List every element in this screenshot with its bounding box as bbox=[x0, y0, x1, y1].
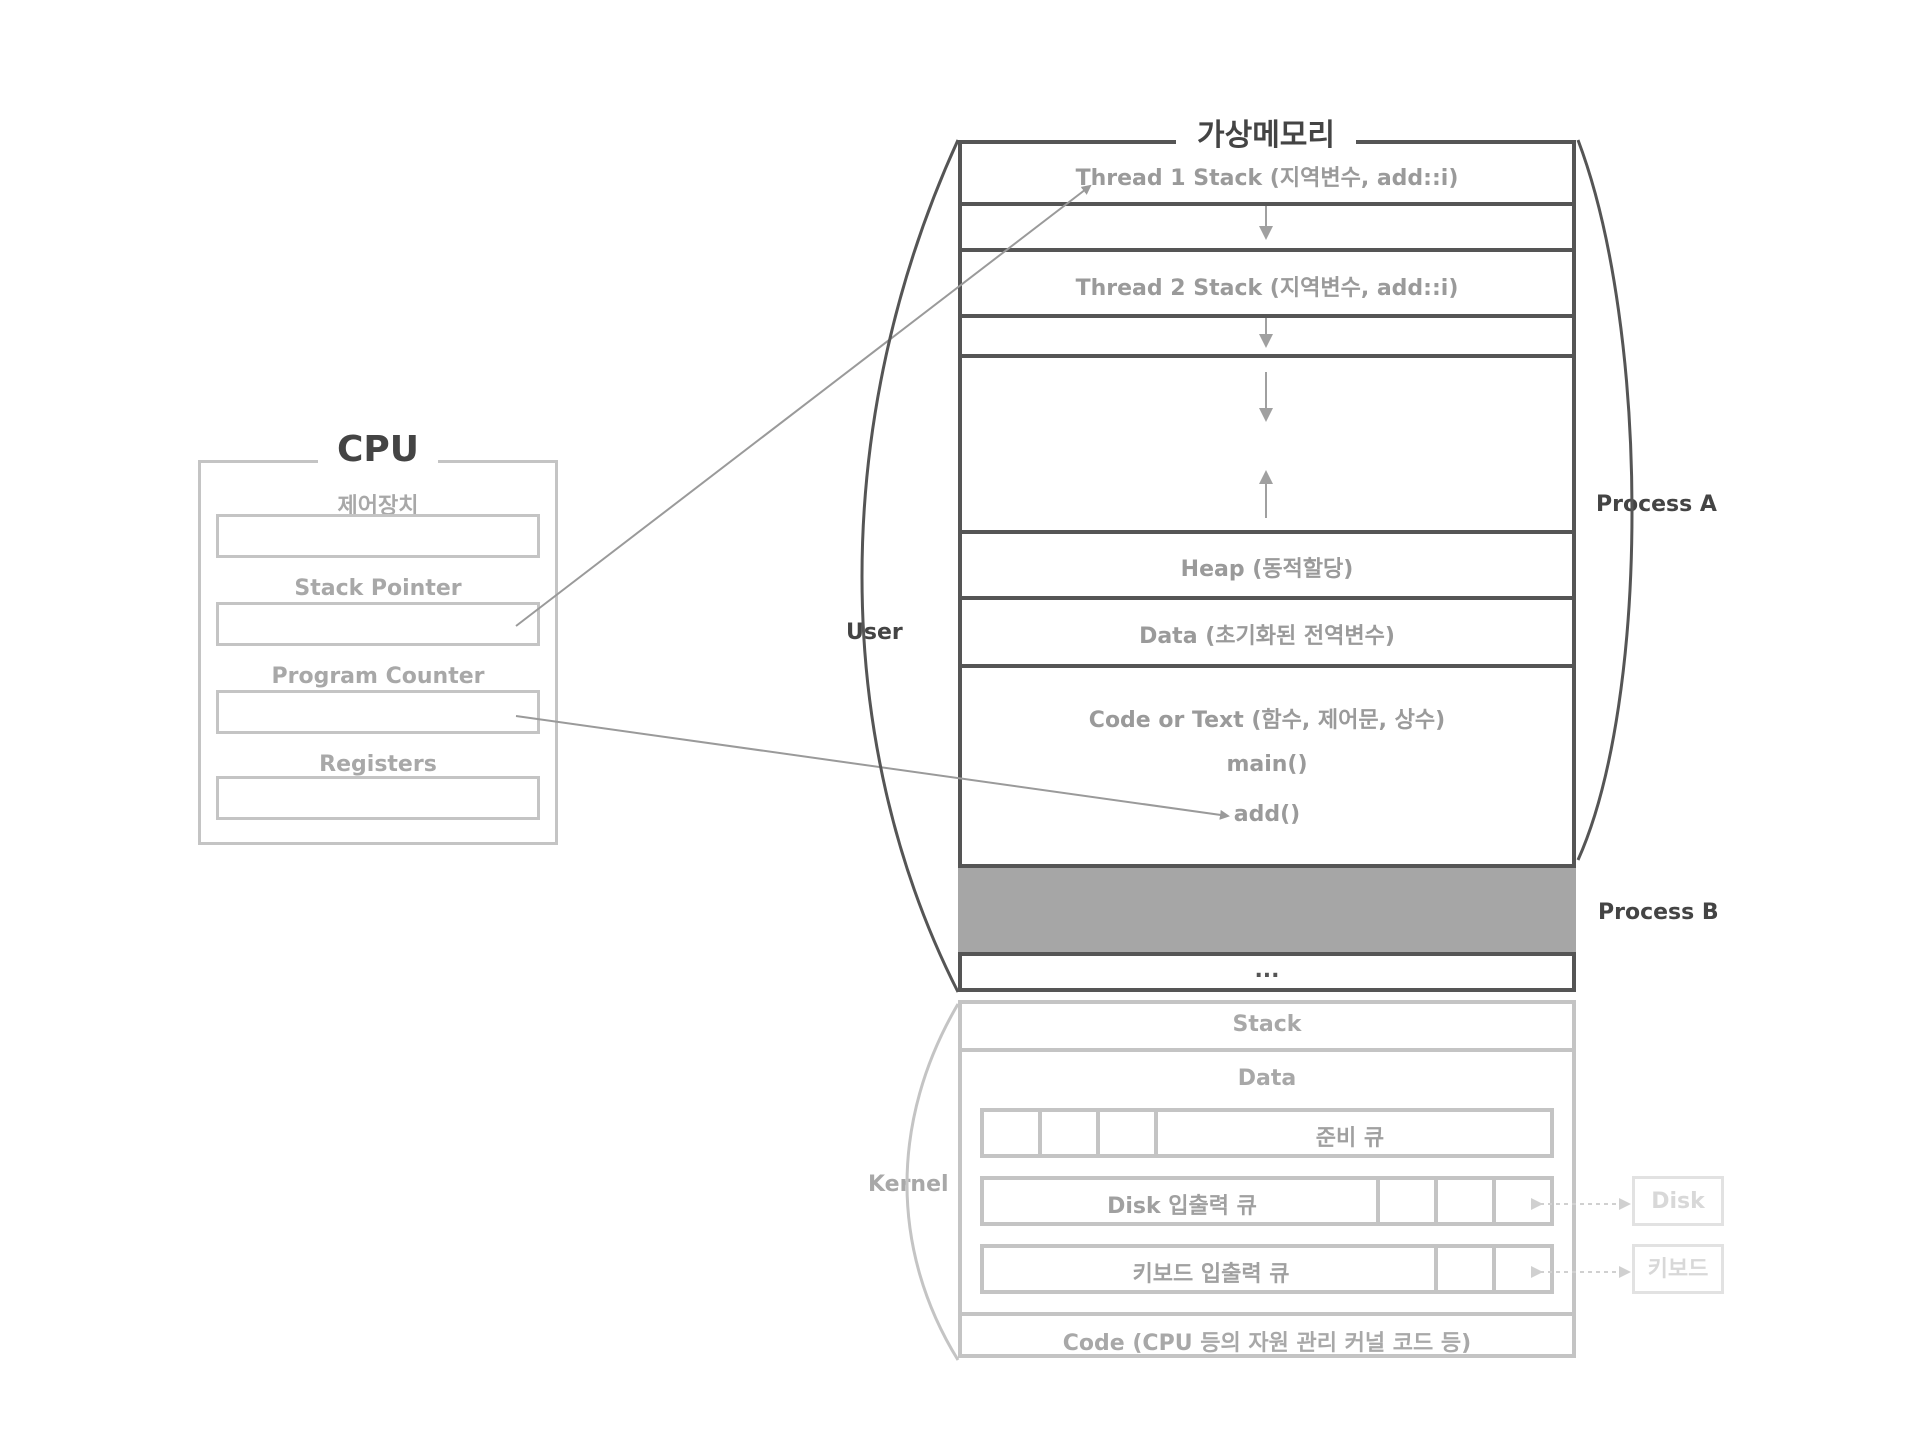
disk-device: Disk bbox=[1632, 1176, 1724, 1226]
heap-segment: Heap (동적할당) bbox=[1180, 557, 1354, 582]
cpu-title: CPU bbox=[318, 426, 438, 474]
queue-slot bbox=[1042, 1112, 1100, 1154]
kernel-brace bbox=[905, 1003, 960, 1361]
kernel-data-segment: Data bbox=[1237, 1066, 1297, 1091]
user-space-label: User bbox=[846, 620, 903, 645]
general-registers bbox=[216, 776, 540, 820]
ready-queue: 준비 큐 bbox=[980, 1108, 1554, 1158]
disk-io-queue: Disk 입출력 큐 bbox=[980, 1176, 1554, 1226]
program-counter-label: Program Counter bbox=[271, 664, 485, 689]
queue-slot bbox=[1434, 1248, 1492, 1290]
thread1-stack-segment: Thread 1 Stack (지역변수, add::i) bbox=[1075, 166, 1459, 191]
kernel-code-segment: Code (CPU 등의 자원 관리 커널 코드 등) bbox=[1062, 1331, 1472, 1356]
thread2-stack-segment: Thread 2 Stack (지역변수, add::i) bbox=[1075, 276, 1459, 301]
queue-slot bbox=[1492, 1180, 1550, 1222]
main-function: main() bbox=[1226, 752, 1308, 777]
process-a-brace bbox=[1576, 139, 1634, 861]
queue-slot bbox=[1376, 1180, 1434, 1222]
keyboard-io-queue-label: 키보드 입출력 큐 bbox=[1132, 1262, 1290, 1287]
process-b-label: Process B bbox=[1598, 900, 1719, 925]
program-counter-arrow bbox=[515, 715, 1230, 820]
add-function: add() bbox=[1233, 802, 1301, 827]
keyboard-device: 키보드 bbox=[1632, 1244, 1724, 1294]
virtual-memory-title: 가상메모리 bbox=[1176, 114, 1356, 158]
queue-slot bbox=[984, 1112, 1042, 1154]
program-counter-register bbox=[216, 690, 540, 734]
stack-pointer-register bbox=[216, 602, 540, 646]
divider bbox=[958, 530, 1576, 534]
process-a-label: Process A bbox=[1596, 492, 1717, 517]
queue-slot bbox=[1100, 1112, 1158, 1154]
registers-label: Registers bbox=[319, 752, 437, 777]
more-processes-ellipsis: ... bbox=[1254, 958, 1280, 983]
control-unit-register bbox=[216, 514, 540, 558]
queue-slot bbox=[1492, 1248, 1550, 1290]
divider bbox=[958, 1312, 1576, 1316]
divider bbox=[958, 1048, 1576, 1052]
ready-queue-label: 준비 큐 bbox=[1315, 1126, 1385, 1151]
divider bbox=[958, 248, 1576, 252]
queue-slot bbox=[1434, 1180, 1492, 1222]
user-brace bbox=[860, 139, 960, 993]
process-b-block bbox=[958, 864, 1576, 956]
code-segment: Code or Text (함수, 제어문, 상수) bbox=[1088, 708, 1446, 733]
divider bbox=[958, 596, 1576, 600]
stack-pointer-label: Stack Pointer bbox=[294, 576, 462, 601]
divider bbox=[958, 664, 1576, 668]
stack-pointer-arrow bbox=[515, 184, 1092, 627]
divider bbox=[958, 314, 1576, 318]
divider bbox=[958, 202, 1576, 206]
kernel-memory-box bbox=[958, 1000, 1576, 1358]
divider bbox=[958, 354, 1576, 358]
disk-io-queue-label: Disk 입출력 큐 bbox=[1107, 1194, 1257, 1219]
data-segment: Data (초기화된 전역변수) bbox=[1139, 624, 1395, 649]
kernel-stack-segment: Stack bbox=[1232, 1012, 1302, 1037]
